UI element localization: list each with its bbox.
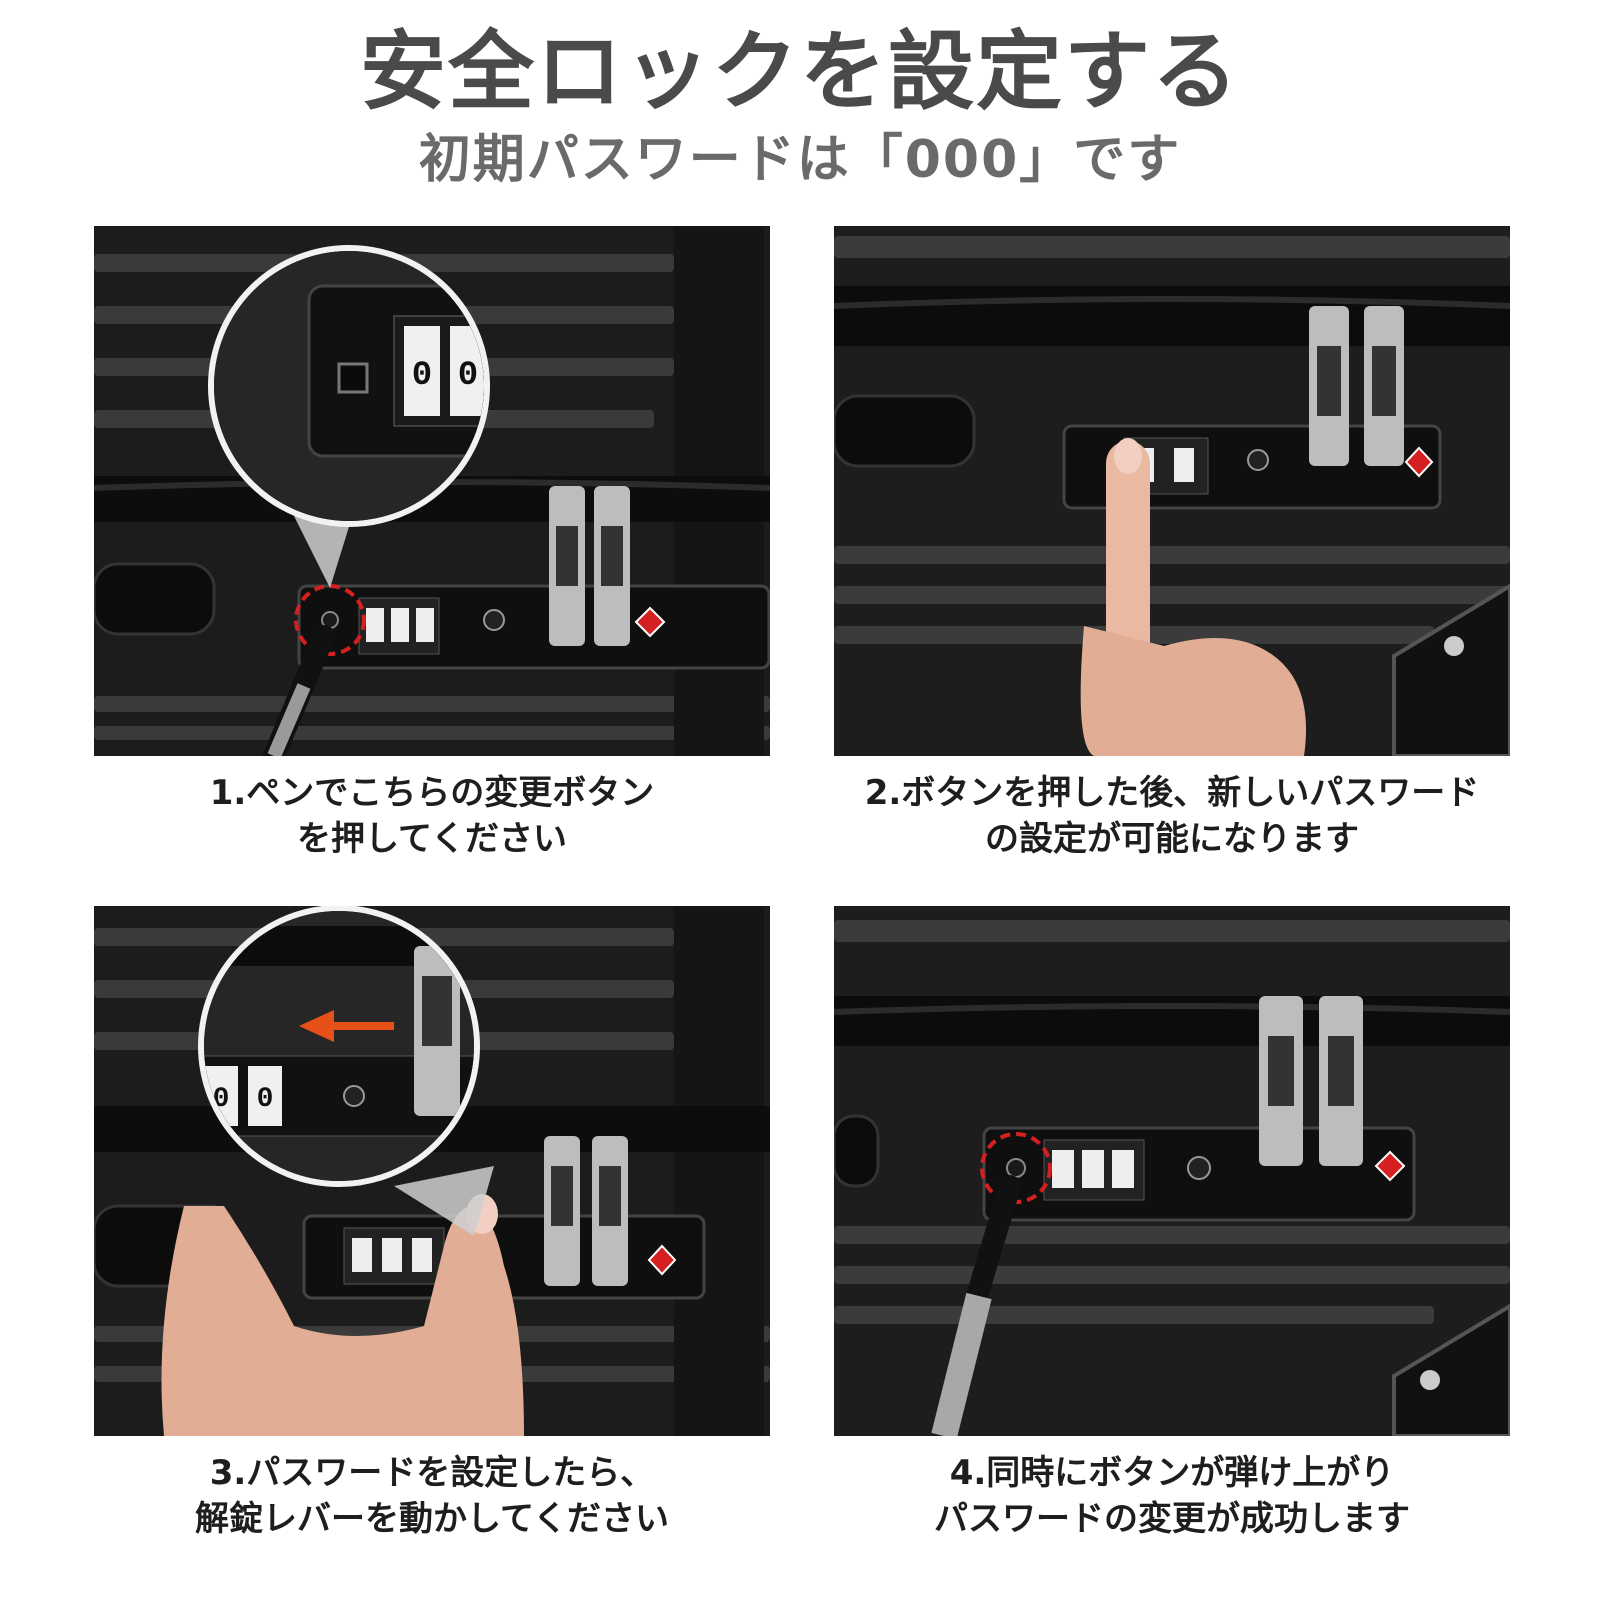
step-2-caption-line1: 2.ボタンを押した後、新しいパスワード xyxy=(864,773,1480,813)
step-3-caption-line2: 解錠レバーを動かしてください xyxy=(195,1499,669,1539)
page-title: 安全ロックを設定する xyxy=(360,22,1240,122)
magnified-digit: 0 xyxy=(412,357,432,395)
step-2-caption-line2: の設定が可能になります xyxy=(985,819,1359,859)
page-subtitle: 初期パスワードは「000」です xyxy=(418,130,1182,190)
step-1-photo: 0 0 xyxy=(94,226,770,756)
step-4-caption-line1: 4.同時にボタンが弾け上がり xyxy=(949,1453,1395,1493)
step-4-caption: 4.同時にボタンが弾け上がり パスワードの変更が成功します xyxy=(792,1450,1552,1542)
step-1-caption: 1.ペンでこちらの変更ボタン を押してください xyxy=(52,770,812,862)
step-1-caption-line2: を押してください xyxy=(297,819,567,859)
step-3-caption: 3.パスワードを設定したら、 解錠レバーを動かしてください xyxy=(52,1450,812,1542)
step-4-caption-line2: パスワードの変更が成功します xyxy=(934,1499,1410,1539)
step-2-photo xyxy=(834,226,1510,756)
step-2-caption: 2.ボタンを押した後、新しいパスワード の設定が可能になります xyxy=(792,770,1552,862)
step-4-photo xyxy=(834,906,1510,1436)
magnified-digit: 0 xyxy=(458,357,478,395)
step-1-caption-line1: 1.ペンでこちらの変更ボタン xyxy=(209,773,655,813)
step-3-photo: 0 0 xyxy=(94,906,770,1436)
step-3-caption-line1: 3.パスワードを設定したら、 xyxy=(209,1453,655,1493)
magnified-digit: 0 xyxy=(257,1084,274,1115)
